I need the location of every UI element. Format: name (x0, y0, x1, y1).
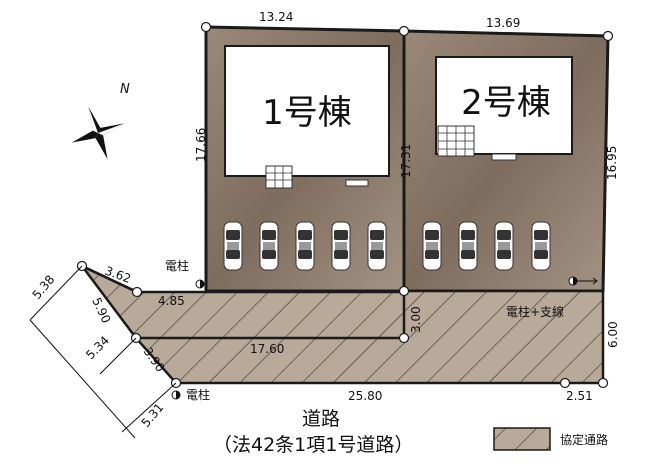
building-2-step (491, 153, 517, 161)
access-path (81, 264, 605, 385)
dim-600: 6.00 (606, 321, 620, 348)
pole-label-1: 電柱 (165, 258, 189, 273)
building-1-balcony (265, 165, 293, 189)
pole-with-stay-icon (568, 276, 598, 286)
dim-lot2-top: 13.69 (486, 16, 520, 30)
dim-lot1-left: 17.66 (194, 128, 208, 162)
dim-300: 3.00 (409, 306, 423, 333)
building-1 (224, 45, 390, 177)
pole-label-2: 電柱 (186, 387, 210, 402)
pole-icon (195, 279, 205, 289)
offset-dimension-lines (29, 265, 177, 439)
dim-485: 4.85 (158, 294, 185, 308)
dim-251: 2.51 (566, 389, 593, 403)
dim-531: 5.31 (139, 400, 167, 429)
pole-icon (171, 390, 181, 400)
building-1-label: 1号棟 (262, 93, 352, 133)
building-1-step (345, 179, 369, 187)
dim-lot1-right: 17.31 (399, 144, 413, 178)
north-label: N (120, 82, 130, 97)
dim-lot1-top: 13.24 (259, 10, 293, 24)
compass-icon (71, 106, 125, 160)
pole-stay-label: 電柱+支線 (506, 304, 564, 319)
dim-lot2-right: 16.95 (605, 146, 619, 180)
building-2-label: 2号棟 (461, 83, 551, 123)
dim-2580: 25.80 (348, 389, 382, 403)
dim-1760: 17.60 (250, 342, 284, 356)
dim-538: 5.38 (30, 272, 58, 301)
legend-swatch (493, 427, 551, 451)
legend-label: 協定通路 (560, 432, 608, 447)
road-title: 道路 (302, 408, 340, 430)
dim-534: 5.34 (83, 333, 112, 362)
building-2 (435, 56, 573, 155)
road-subtitle: （法42条1項1号道路） (213, 434, 413, 456)
